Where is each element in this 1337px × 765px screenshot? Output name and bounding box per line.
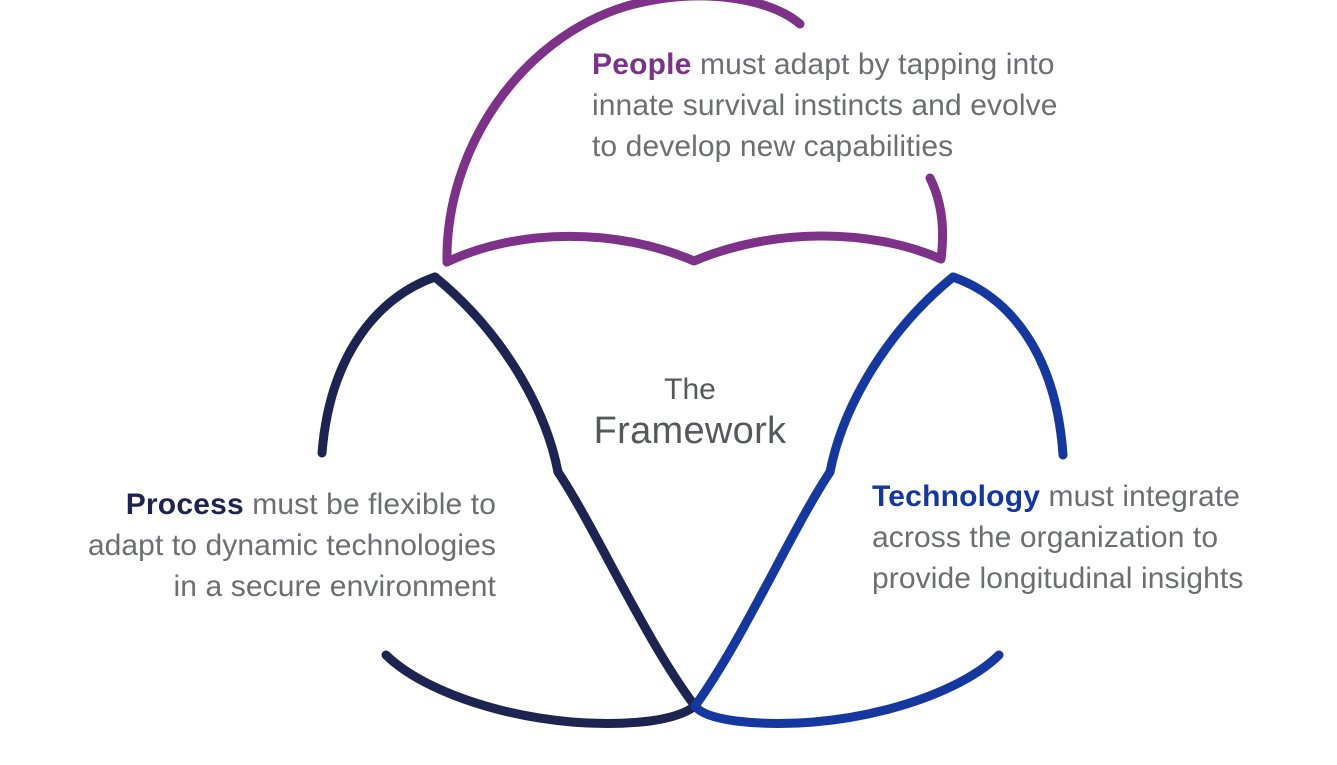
people-petal-inner-shape <box>442 173 948 267</box>
people-body-text: must adapt by tapping into innate surviv… <box>592 48 1058 163</box>
technology-petal-outer-lower-shape <box>690 650 1004 728</box>
technology-petal-shape <box>948 272 1068 460</box>
people-petal-shape <box>442 0 805 267</box>
people-label-block: People must adapt by tapping into innate… <box>592 44 1172 167</box>
center-title-line2: Framework <box>593 410 787 452</box>
process-petal-outer-lower-shape <box>381 650 700 728</box>
center-title: The Framework <box>540 372 840 454</box>
process-label-block: Process must be flexible to adapt to dyn… <box>0 484 496 607</box>
center-title-line1: The <box>664 373 716 406</box>
technology-label-block: Technology must integrate across the org… <box>872 476 1312 599</box>
process-body-text: must be flexible to adapt to dynamic tec… <box>87 488 496 603</box>
technology-petal-inner-shape <box>690 272 958 711</box>
people-lead-word: People <box>592 48 692 81</box>
process-lead-word: Process <box>125 488 244 521</box>
process-petal-inner-shape <box>430 272 700 711</box>
technology-body-text: must integrate across the organization t… <box>872 480 1244 595</box>
process-petal-shape <box>317 272 440 458</box>
technology-lead-word: Technology <box>872 480 1041 513</box>
